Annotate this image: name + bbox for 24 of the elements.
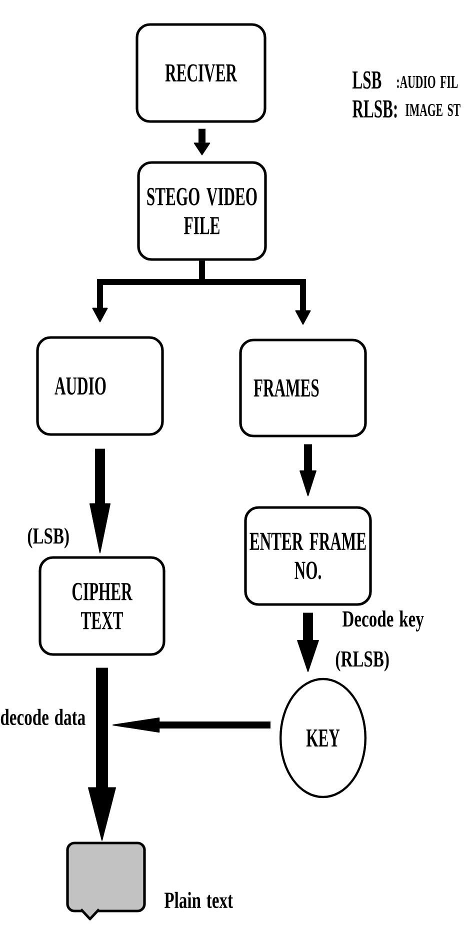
annotation: IMAGE ST <box>406 104 460 116</box>
arrow <box>89 448 111 554</box>
annotation: (LSB) <box>28 528 69 548</box>
annotation: LSB <box>352 71 382 89</box>
arrow <box>199 260 311 325</box>
annotation: :AUDIO FIL <box>397 76 458 88</box>
arrow <box>297 612 319 672</box>
process-box: ENTER FRAME NO. <box>244 506 372 606</box>
process-box: RECIVER <box>136 23 266 123</box>
ellipse-node: KEY <box>279 678 367 798</box>
arrow <box>88 668 116 841</box>
annotation: Decode key <box>342 610 424 632</box>
arrow <box>300 444 316 496</box>
arrow <box>112 717 270 733</box>
arrow <box>194 128 210 156</box>
process-box: STEGO VIDEO FILE <box>137 161 267 261</box>
process-box: FRAMES <box>239 338 367 438</box>
annotation: (RLSB) <box>336 650 389 672</box>
process-box: AUDIO <box>36 336 164 436</box>
speech-bubble <box>66 842 146 920</box>
annotation: decode data <box>0 708 86 726</box>
process-box: CIPHER TEXT <box>38 556 166 656</box>
annotation: RLSB: <box>352 100 397 118</box>
node-caption: Plain text <box>164 892 233 908</box>
